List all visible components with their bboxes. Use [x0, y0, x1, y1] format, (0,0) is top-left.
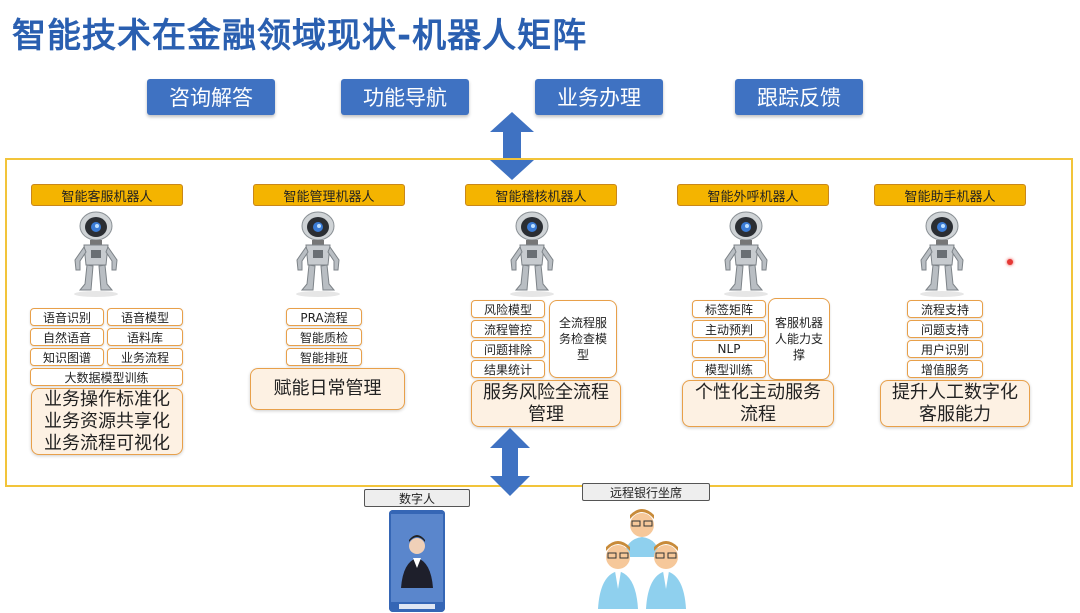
page-title: 智能技术在金融领域现状-机器人矩阵	[12, 16, 588, 56]
robot-1-tag: 知识图谱	[30, 348, 104, 366]
robot-2-title: 智能管理机器人	[253, 184, 405, 206]
cursor-dot	[1007, 259, 1013, 265]
robot-4-icon	[723, 211, 769, 298]
robot-2-tag: 智能排班	[286, 348, 362, 366]
robot-1-tag: 语音识别	[30, 308, 104, 326]
robot-3-title: 智能稽核机器人	[465, 184, 617, 206]
robot-4-tag: 模型训练	[692, 360, 766, 378]
digital-human-image	[389, 510, 445, 612]
top-double-arrow	[490, 112, 534, 180]
summary-line: 业务资源共享化	[44, 410, 170, 432]
remote-seat-people-icon	[598, 509, 686, 609]
robot-5-tag: 问题支持	[907, 320, 983, 338]
button-feedback: 跟踪反馈	[735, 79, 863, 115]
robot-5-summary: 提升人工数字化 客服能力	[880, 380, 1030, 427]
robot-1-tag: 语料库	[107, 328, 183, 346]
summary-line: 流程	[740, 403, 776, 425]
robot-matrix-frame	[5, 158, 1073, 487]
robot-2-tag: 智能质检	[286, 328, 362, 346]
robot-5-title: 智能助手机器人	[874, 184, 1026, 206]
summary-line: 业务流程可视化	[44, 432, 170, 454]
bottom-double-arrow	[490, 428, 530, 496]
summary-line: 客服能力	[919, 403, 991, 425]
robot-3-tag: 问题排除	[471, 340, 545, 358]
robot-1-title: 智能客服机器人	[31, 184, 183, 206]
robot-4-side-box: 客服机器人能力支撑	[768, 298, 830, 380]
robot-1-tag: 自然语音	[30, 328, 104, 346]
summary-line: 管理	[528, 403, 564, 425]
robot-3-icon	[509, 211, 555, 298]
robot-1-wide-tag: 大数据模型训练	[30, 368, 183, 386]
robot-3-tag: 流程管控	[471, 320, 545, 338]
digital-human-label: 数字人	[364, 489, 470, 507]
button-business: 业务办理	[535, 79, 663, 115]
robot-1-summary: 业务操作标准化 业务资源共享化 业务流程可视化	[31, 388, 183, 455]
robot-1-tag: 业务流程	[107, 348, 183, 366]
robot-5-tag: 流程支持	[907, 300, 983, 318]
robot-5-tag: 增值服务	[907, 360, 983, 378]
robot-2-tag: PRA流程	[286, 308, 362, 326]
robot-1-icon	[73, 211, 119, 298]
summary-line: 服务风险全流程	[483, 381, 609, 403]
robot-2-icon	[295, 211, 341, 298]
button-consult: 咨询解答	[147, 79, 275, 115]
summary-line: 赋能日常管理	[273, 378, 382, 399]
robot-4-tag: 主动预判	[692, 320, 766, 338]
robot-5-icon	[919, 211, 965, 298]
robot-3-tag: 结果统计	[471, 360, 545, 378]
remote-seat-label: 远程银行坐席	[582, 483, 710, 501]
robot-3-summary: 服务风险全流程 管理	[471, 380, 621, 427]
summary-line: 个性化主动服务	[695, 381, 821, 403]
button-navigation: 功能导航	[341, 79, 469, 115]
robot-4-tag: NLP	[692, 340, 766, 358]
robot-5-tag: 用户识别	[907, 340, 983, 358]
robot-4-title: 智能外呼机器人	[677, 184, 829, 206]
robot-4-summary: 个性化主动服务 流程	[682, 380, 834, 427]
robot-1-tag: 语音模型	[107, 308, 183, 326]
summary-line: 提升人工数字化	[892, 381, 1018, 403]
summary-line: 业务操作标准化	[44, 388, 170, 410]
robot-2-summary: 赋能日常管理	[250, 368, 405, 410]
robot-4-tag: 标签矩阵	[692, 300, 766, 318]
robot-3-tag: 风险模型	[471, 300, 545, 318]
robot-3-side-box: 全流程服务检查模型	[549, 300, 617, 378]
